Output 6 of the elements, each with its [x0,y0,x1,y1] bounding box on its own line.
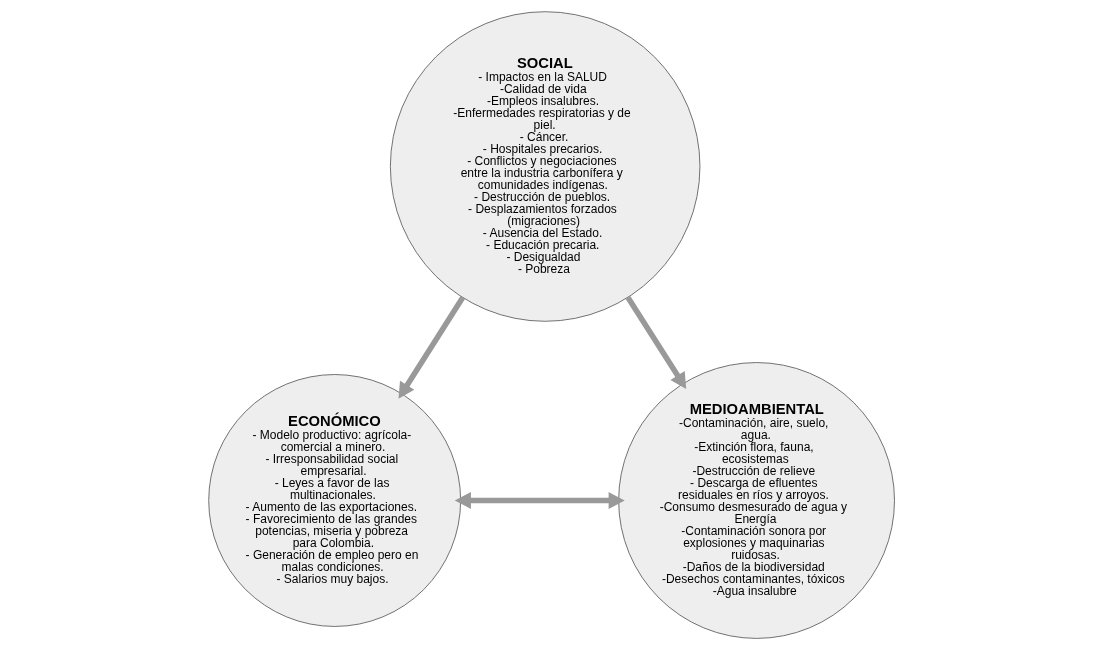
arrow [454,492,625,509]
arrow [398,296,466,399]
node-circle: SOCIAL - Impactos en la SALUD -Calidad de vida -Empleos insalubres. -Enfermedades respiratorias y de piel. - Cáncer. - Hospitales precarios. - Conflictos y negociaciones entre la industria carbonífera y comunidades indígenas. - Destrucción de pueblos. - Desplazamientos forzados (migraciones) - Ausencia del Estado. - Educación precaria. - Desigualdad - Pobreza [389,11,701,322]
node-circle: MEDIOAMBIENTAL -Contaminación, aire, suelo, agua. -Extinción flora, fauna, ecosistemas -Destrucción de relieve - Descarga de efluentes residuales en ríos y arroyos. -Consumo desmesurado de agua y Energía -Contaminación sonora por explosiones y maquinarias ruidosas. -Daños de la biodiversidad -Desechos contaminantes, tóxicos -Agua insalubre [618,362,895,639]
arrow [625,296,687,390]
node-circle: ECONÓMICO - Modelo productivo: agrícola-comercial a minero. - Irresponsabilidad social empresarial. - Leyes a favor de las multinacionales. - Aumento de las exportaciones. - Favorecimiento de las grandes potencias, miseria y pobreza para Colombia. - Generación de empleo pero en malas condiciones. - Salarios muy bajos. [208,374,462,627]
